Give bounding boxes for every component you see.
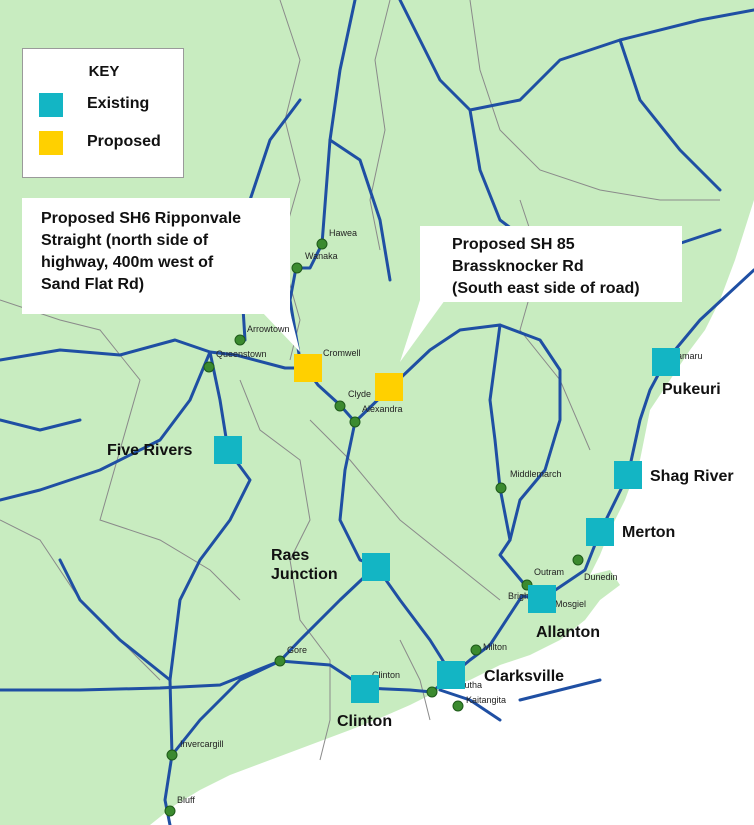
proposed-site-marker-ripponvale[interactable] (294, 354, 322, 382)
existing-site-marker-shag-river[interactable] (614, 461, 642, 489)
legend-proposed-swatch (39, 131, 63, 155)
town-label-oamaru: Oamaru (670, 351, 703, 361)
legend-title: KEY (88, 63, 120, 80)
brassknocker-callout: Proposed SH 85 Brassknocker Rd (South ea… (420, 226, 682, 302)
existing-site-marker-raes-junction[interactable] (362, 553, 390, 581)
site-label-allanton: Allanton (536, 624, 600, 641)
site-label-five-rivers: Five Rivers (107, 442, 193, 459)
existing-site-marker-allanton[interactable] (528, 585, 556, 613)
legend-existing-label: Existing (87, 95, 150, 112)
town-label-dunedin: Dunedin (584, 572, 618, 582)
brassknocker-callout-line: Proposed SH 85 (452, 236, 575, 253)
town-label-mosgiel: Mosgiel (555, 599, 587, 609)
ripponvale-callout-line: Sand Flat Rd) (41, 276, 145, 293)
region-boundaries (0, 0, 720, 761)
town-label-middlemarch: Middlemarch (510, 469, 562, 479)
ripponvale-callout-line: Proposed SH6 Ripponvale (41, 210, 242, 227)
town-label-hawea: Hawea (329, 228, 358, 238)
site-label-raes-line2: Junction (271, 566, 338, 583)
town-label-clyde: Clyde (348, 389, 372, 399)
site-label-raes-junction: Raes Junction (271, 546, 338, 584)
brassknocker-callout-line: (South east side of road) (452, 280, 640, 297)
existing-site-marker-pukeuri[interactable] (652, 348, 680, 376)
existing-site-marker-clarksville[interactable] (437, 661, 465, 689)
town-label-outram: Outram (534, 567, 565, 577)
town-label-invercargill: Invercargill (180, 739, 224, 749)
town-label-alexandra: Alexandra (362, 404, 403, 414)
town-label-arrowtown: Arrowtown (247, 324, 290, 334)
town-label-wanaka: Wanaka (305, 251, 338, 261)
town-label-gore: Gore (287, 645, 308, 655)
existing-site-marker-five-rivers[interactable] (214, 436, 242, 464)
town-label-milton: Milton (483, 642, 508, 652)
town-label-brighton: Brighton (508, 591, 542, 601)
ripponvale-callout-line: highway, 400m west of (41, 254, 214, 271)
site-label-clinton: Clinton (337, 713, 393, 730)
legend: KEY Existing Proposed (22, 48, 184, 178)
site-label-merton: Merton (622, 524, 676, 541)
town-label-queenstown: Queenstown (216, 349, 267, 359)
town-label-clinton: Clinton (372, 670, 401, 680)
existing-site-marker-clinton[interactable] (351, 675, 379, 703)
site-label-pukeuri: Pukeuri (662, 381, 721, 398)
existing-site-marker-merton[interactable] (586, 518, 614, 546)
ripponvale-callout: Proposed SH6 Ripponvale Straight (north … (22, 198, 290, 314)
proposed-site-marker-brassknocker[interactable] (375, 373, 403, 401)
legend-existing-swatch (39, 93, 63, 117)
town-label-kaitangata: Kaitangita (466, 695, 507, 705)
site-label-clarksville: Clarksville (484, 668, 565, 685)
site-label-shag-river: Shag River (650, 468, 734, 485)
brassknocker-callout-line: Brassknocker Rd (452, 258, 584, 275)
town-label-cromwell: Cromwell (323, 348, 361, 358)
site-label-raes-line1: Raes (271, 547, 310, 564)
ripponvale-callout-line: Straight (north side of (41, 232, 209, 249)
town-label-bluff: Bluff (177, 795, 195, 805)
legend-proposed-label: Proposed (87, 133, 161, 150)
